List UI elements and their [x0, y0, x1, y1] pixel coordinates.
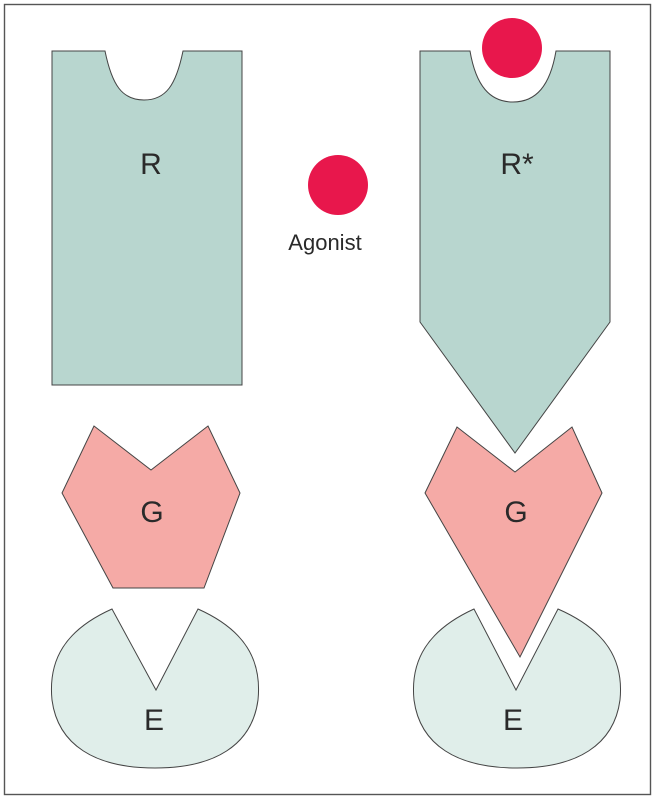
g-protein-right: [424, 426, 603, 659]
agonist-bound: [482, 18, 542, 78]
effector-right-label: E: [503, 704, 523, 737]
effector-left-label: E: [144, 704, 164, 737]
receptor-inactive: [51, 50, 243, 386]
agonist-label: Agonist: [288, 230, 361, 255]
g-protein-left-label: G: [140, 496, 163, 529]
effector-left: [50, 608, 260, 769]
receptor-active: [419, 50, 611, 454]
agonist-free: [308, 155, 368, 215]
effector-right: [412, 608, 622, 769]
receptor-active-label: R*: [500, 148, 534, 181]
g-protein-left: [61, 425, 241, 589]
g-protein-right-label: G: [504, 496, 527, 529]
receptor-inactive-label: R: [140, 148, 162, 181]
